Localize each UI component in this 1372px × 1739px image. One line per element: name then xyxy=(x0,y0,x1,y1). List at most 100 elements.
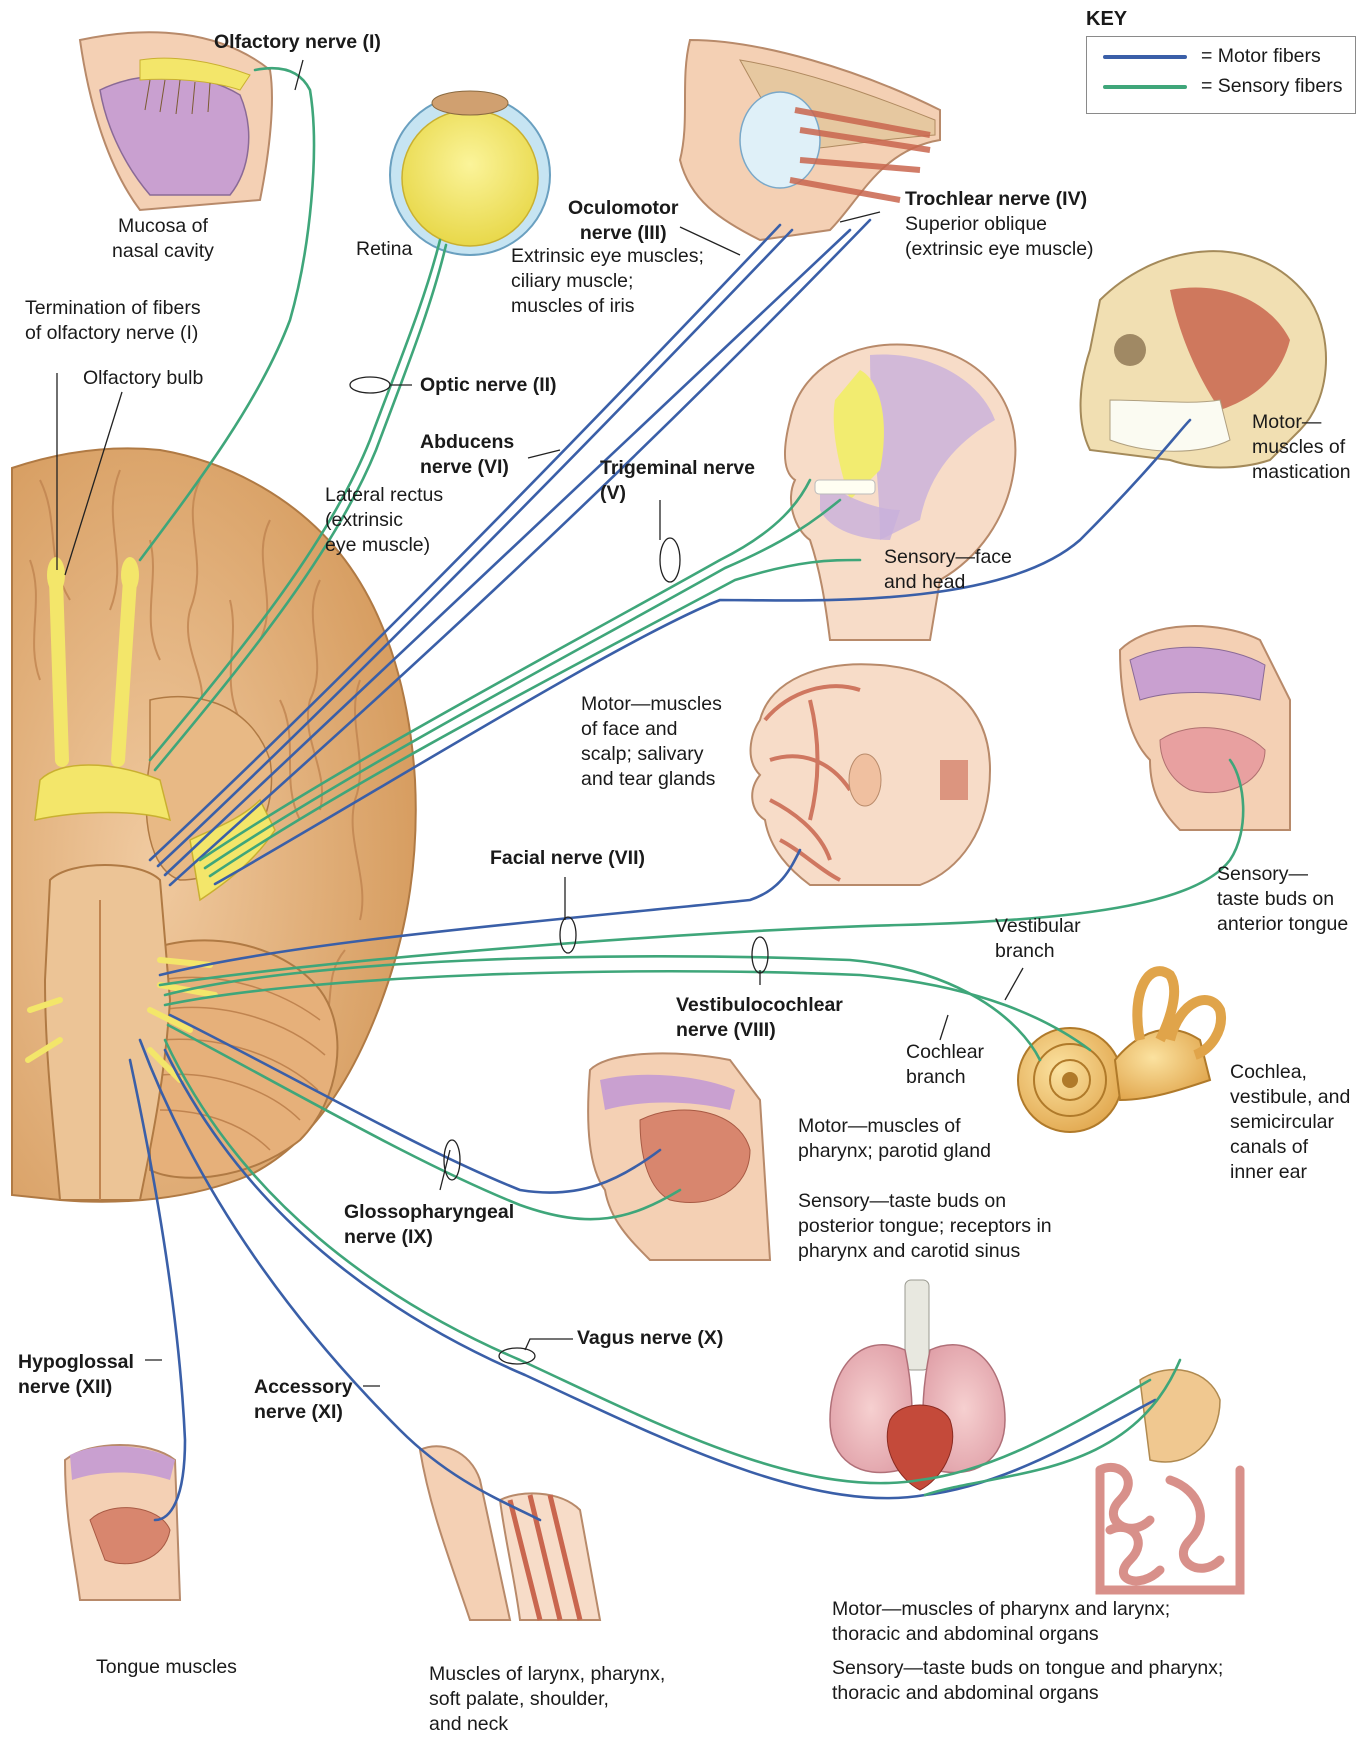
vagus-sensory-label: Sensory—taste buds on tongue and pharynx… xyxy=(832,1656,1223,1706)
trochlear-description-line-2: (extrinsic eye muscle) xyxy=(905,237,1094,262)
termination-label-line-1: Termination of fibers xyxy=(25,296,201,321)
inner-ear-line-5: inner ear xyxy=(1230,1160,1350,1185)
brain-inferior-view xyxy=(12,448,416,1201)
olfactory-bulb-label: Olfactory bulb xyxy=(83,366,203,391)
optic-nerve-label: Optic nerve (II) xyxy=(420,373,557,398)
trigeminal-motor-label: Motor— muscles of mastication xyxy=(1252,410,1351,485)
vagus-motor-line-1: Motor—muscles of pharynx and larynx; xyxy=(832,1597,1170,1622)
legend-motor: = Motor fibers xyxy=(1103,45,1321,68)
abducens-description-line-1: Lateral rectus xyxy=(325,483,443,508)
inner-ear-label: Cochlea, vestibule, and semicircular can… xyxy=(1230,1060,1350,1185)
oculomotor-description-line-1: Extrinsic eye muscles; xyxy=(511,244,704,269)
accessory-nerve-label: Accessory nerve (XI) xyxy=(254,1375,353,1425)
accessory-description: Muscles of larynx, pharynx, soft palate,… xyxy=(429,1662,665,1737)
trochlear-description-line-1: Superior oblique xyxy=(905,212,1094,237)
trochlear-nerve-label: Trochlear nerve (IV) xyxy=(905,187,1087,212)
facial-sensory-line-1: Sensory— xyxy=(1217,862,1348,887)
inner-ear-line-4: canals of xyxy=(1230,1135,1350,1160)
trigeminal-motor-line-3: mastication xyxy=(1252,460,1351,485)
head-facial-illustration xyxy=(751,664,990,885)
abducens-description: Lateral rectus (extrinsic eye muscle) xyxy=(325,483,443,558)
trochlear-description: Superior oblique (extrinsic eye muscle) xyxy=(905,212,1094,262)
vestibular-branch-line-2: branch xyxy=(995,939,1081,964)
pharynx-illustration xyxy=(588,1053,770,1260)
cochlear-branch-line-2: branch xyxy=(906,1065,984,1090)
oculomotor-nerve-label-line-1: Oculomotor xyxy=(568,196,679,221)
trigeminal-nerve-label-line-2: (V) xyxy=(600,481,755,506)
termination-label: Termination of fibers of olfactory nerve… xyxy=(25,296,201,346)
vestibulocochlear-nerve-line-2: nerve (VIII) xyxy=(676,1018,843,1043)
vagus-sensory-line-1: Sensory—taste buds on tongue and pharynx… xyxy=(832,1656,1223,1681)
vestibulocochlear-nerve-line-1: Vestibulocochlear xyxy=(676,993,843,1018)
vagus-motor-label: Motor—muscles of pharynx and larynx; tho… xyxy=(832,1597,1170,1647)
tongue-muscles-label: Tongue muscles xyxy=(96,1655,237,1680)
trigeminal-nerve-label-line-1: Trigeminal nerve xyxy=(600,456,755,481)
oculomotor-description-line-3: muscles of iris xyxy=(511,294,704,319)
facial-motor-line-3: scalp; salivary xyxy=(581,742,722,767)
cochlear-branch-label: Cochlear branch xyxy=(906,1040,984,1090)
glossopharyngeal-sensory-line-1: Sensory—taste buds on xyxy=(798,1189,1052,1214)
legend-motor-label: = Motor fibers xyxy=(1201,45,1321,67)
trigeminal-sensory-label: Sensory—face and head xyxy=(884,545,1012,595)
legend-sensory-label: = Sensory fibers xyxy=(1201,75,1342,97)
glossopharyngeal-sensory-line-2: posterior tongue; receptors in xyxy=(798,1214,1052,1239)
facial-motor-label: Motor—muscles of face and scalp; salivar… xyxy=(581,692,722,792)
abducens-nerve-label: Abducens nerve (VI) xyxy=(420,430,514,480)
glossopharyngeal-sensory-line-3: pharynx and carotid sinus xyxy=(798,1239,1052,1264)
trigeminal-motor-line-1: Motor— xyxy=(1252,410,1351,435)
inner-ear-line-2: vestibule, and xyxy=(1230,1085,1350,1110)
facial-sensory-label: Sensory— taste buds on anterior tongue xyxy=(1217,862,1348,937)
glossopharyngeal-nerve-label: Glossopharyngeal nerve (IX) xyxy=(344,1200,514,1250)
inner-ear-illustration xyxy=(1018,971,1221,1132)
abducens-nerve-label-line-2: nerve (VI) xyxy=(420,455,514,480)
oculomotor-nerve-label: Oculomotor nerve (III) xyxy=(568,196,679,246)
facial-sensory-line-3: anterior tongue xyxy=(1217,912,1348,937)
mucosa-label-line-2: nasal cavity xyxy=(112,239,214,264)
olfactory-nerve-label: Olfactory nerve (I) xyxy=(214,30,381,55)
abducens-nerve-label-line-1: Abducens xyxy=(420,430,514,455)
abducens-description-line-3: eye muscle) xyxy=(325,533,443,558)
orbit-illustration xyxy=(680,40,940,240)
tongue-hypoglossal-illustration xyxy=(65,1445,180,1600)
facial-motor-line-2: of face and xyxy=(581,717,722,742)
retina-label: Retina xyxy=(356,237,412,262)
trigeminal-motor-line-2: muscles of xyxy=(1252,435,1351,460)
termination-label-line-2: of olfactory nerve (I) xyxy=(25,321,201,346)
accessory-description-line-1: Muscles of larynx, pharynx, xyxy=(429,1662,665,1687)
accessory-nerve-line-1: Accessory xyxy=(254,1375,353,1400)
thoracic-abdominal-organs-illustration xyxy=(830,1280,1240,1590)
oculomotor-description-line-2: ciliary muscle; xyxy=(511,269,704,294)
facial-motor-line-4: and tear glands xyxy=(581,767,722,792)
trigeminal-nerve-label: Trigeminal nerve (V) xyxy=(600,456,755,506)
nasal-cavity-illustration xyxy=(80,32,272,210)
facial-motor-line-1: Motor—muscles xyxy=(581,692,722,717)
key-title: KEY xyxy=(1086,8,1127,31)
mouth-anterior-tongue-illustration xyxy=(1120,626,1290,830)
glossopharyngeal-motor-line-2: pharynx; parotid gland xyxy=(798,1139,991,1164)
trigeminal-sensory-line-1: Sensory—face xyxy=(884,545,1012,570)
hypoglossal-nerve-label: Hypoglossal nerve (XII) xyxy=(18,1350,134,1400)
glossopharyngeal-nerve-line-2: nerve (IX) xyxy=(344,1225,514,1250)
vestibulocochlear-nerve-label: Vestibulocochlear nerve (VIII) xyxy=(676,993,843,1043)
oculomotor-description: Extrinsic eye muscles; ciliary muscle; m… xyxy=(511,244,704,319)
inner-ear-line-1: Cochlea, xyxy=(1230,1060,1350,1085)
sensory-fiber-swatch xyxy=(1103,85,1187,89)
mucosa-label-line-1: Mucosa of xyxy=(112,214,214,239)
trigeminal-sensory-line-2: and head xyxy=(884,570,1012,595)
oculomotor-nerve-label-line-2: nerve (III) xyxy=(568,221,679,246)
glossopharyngeal-motor-label: Motor—muscles of pharynx; parotid gland xyxy=(798,1114,991,1164)
glossopharyngeal-motor-line-1: Motor—muscles of xyxy=(798,1114,991,1139)
hypoglossal-nerve-line-2: nerve (XII) xyxy=(18,1375,134,1400)
facial-sensory-line-2: taste buds on xyxy=(1217,887,1348,912)
vestibular-branch-label: Vestibular branch xyxy=(995,914,1081,964)
accessory-description-line-3: and neck xyxy=(429,1712,665,1737)
vagus-motor-line-2: thoracic and abdominal organs xyxy=(832,1622,1170,1647)
hypoglossal-nerve-line-1: Hypoglossal xyxy=(18,1350,134,1375)
cochlear-branch-line-1: Cochlear xyxy=(906,1040,984,1065)
glossopharyngeal-sensory-label: Sensory—taste buds on posterior tongue; … xyxy=(798,1189,1052,1264)
abducens-description-line-2: (extrinsic xyxy=(325,508,443,533)
facial-nerve-label: Facial nerve (VII) xyxy=(490,846,645,871)
motor-fiber-swatch xyxy=(1103,55,1187,59)
inner-ear-line-3: semicircular xyxy=(1230,1110,1350,1135)
legend-sensory: = Sensory fibers xyxy=(1103,75,1342,98)
